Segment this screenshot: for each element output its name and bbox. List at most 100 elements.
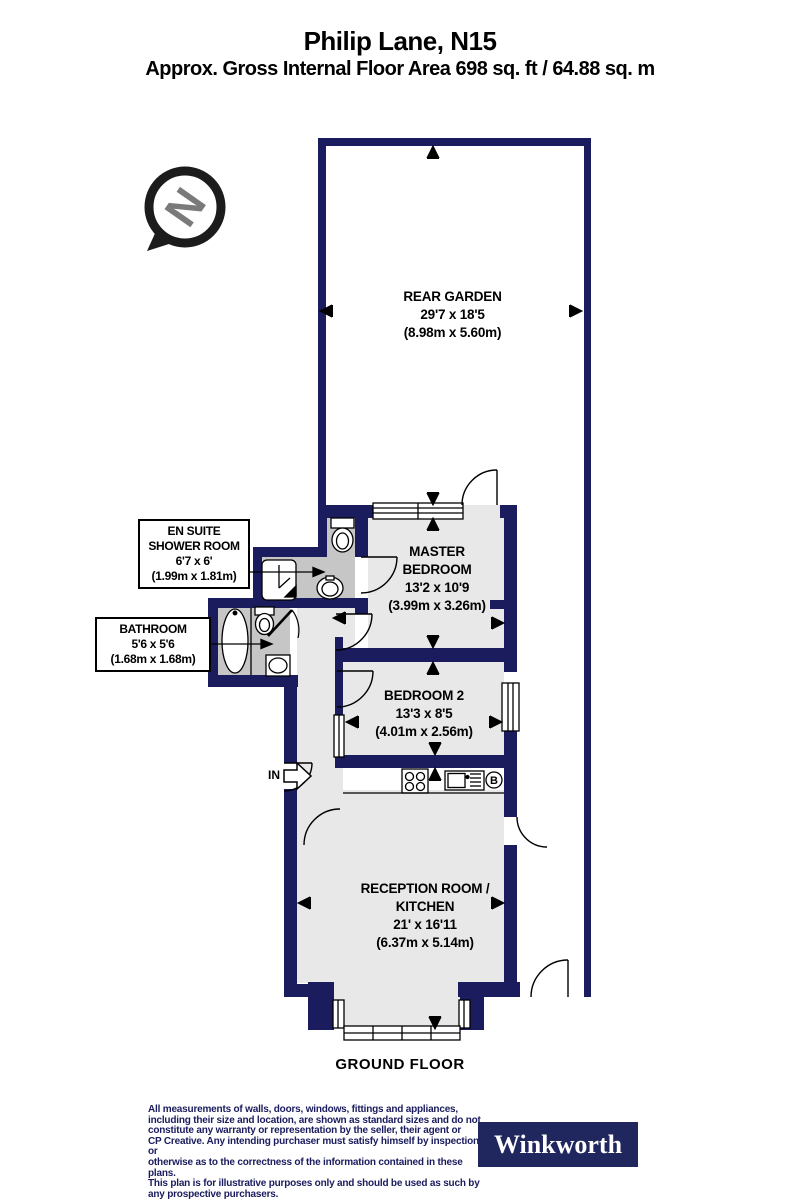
reception-side-door bbox=[516, 816, 548, 848]
page-title: Philip Lane, N15 bbox=[303, 26, 497, 56]
ensuite-door bbox=[360, 556, 398, 594]
bedroom2-floor bbox=[343, 660, 504, 757]
wall bbox=[504, 505, 517, 672]
garden-door bbox=[461, 469, 498, 506]
measure-arrow-pair-b2-bottom bbox=[428, 742, 442, 781]
page-subtitle: Approx. Gross Internal Floor Area 698 sq… bbox=[145, 58, 655, 80]
north-arrow-icon: N bbox=[144, 166, 226, 251]
bay-window-front bbox=[343, 1025, 461, 1041]
ensuite-name-1: EN SUITE bbox=[167, 524, 221, 538]
floor-label: GROUND FLOOR bbox=[335, 1056, 465, 1073]
garden-label: REAR GARDEN 29'7 x 18'5 (8.98m x 5.60m) bbox=[335, 288, 570, 342]
wall bbox=[284, 675, 297, 763]
wall bbox=[490, 600, 505, 609]
stove-icon bbox=[401, 768, 429, 794]
wall bbox=[335, 755, 517, 768]
disclaimer-text: All measurements of walls, doors, window… bbox=[148, 1104, 488, 1200]
ensuite-dims-ft: 6'7 x 6' bbox=[175, 554, 213, 568]
entrance-label: IN bbox=[268, 768, 280, 782]
bedroom2-name: BEDROOM 2 bbox=[384, 688, 464, 703]
wall bbox=[284, 789, 297, 997]
bathroom-sink-icon bbox=[265, 654, 291, 677]
ensuite-sink-icon bbox=[316, 575, 344, 600]
kitchen-sink-icon bbox=[444, 770, 485, 791]
garden-wall-left bbox=[318, 138, 326, 505]
wall bbox=[208, 675, 298, 687]
boiler-icon bbox=[485, 771, 503, 789]
reception-dims-ft: 21' x 16'11 bbox=[393, 917, 457, 932]
wall bbox=[318, 505, 327, 557]
entrance-arrow-icon bbox=[283, 761, 313, 791]
bedroom2-door bbox=[336, 670, 374, 708]
master-name-1: MASTER bbox=[409, 544, 465, 559]
wall bbox=[504, 845, 517, 997]
wall bbox=[208, 598, 218, 687]
measure-arrow-pair-mb-top bbox=[426, 492, 440, 531]
disclaimer-line: otherwise as to the correctness of the i… bbox=[148, 1156, 463, 1179]
callout-leaders bbox=[209, 566, 326, 650]
disclaimer-line: any prospective purchasers. bbox=[148, 1188, 279, 1200]
wall bbox=[335, 637, 343, 757]
bedroom2-dims-ft: 13'3 x 8'5 bbox=[395, 706, 453, 721]
bedroom2-window bbox=[501, 682, 520, 732]
measure-arrow-pair-divider bbox=[426, 635, 440, 675]
bedroom2-label: BEDROOM 2 13'3 x 8'5 (4.01m x 2.56m) bbox=[334, 687, 514, 741]
master-name-2: BEDROOM bbox=[402, 562, 472, 577]
wall bbox=[355, 598, 368, 614]
garden-gate bbox=[530, 959, 569, 998]
wall bbox=[253, 547, 327, 557]
ensuite-dims-m: (1.99m x 1.81m) bbox=[151, 569, 237, 583]
garden-wall-top bbox=[318, 138, 591, 146]
measure-arrows bbox=[296, 144, 584, 1031]
measure-arrow-rec-bottom bbox=[428, 1016, 442, 1031]
ensuite-leader-arrow bbox=[246, 566, 326, 578]
garden-name: REAR GARDEN bbox=[403, 289, 502, 304]
disclaimer-line: constitute any warranty or representatio… bbox=[148, 1125, 462, 1137]
measure-arrow-right bbox=[569, 304, 584, 318]
garden-dims-ft: 29'7 x 18'5 bbox=[420, 307, 485, 322]
reception-label: RECEPTION ROOM / KITCHEN 21' x 16'11 (6.… bbox=[315, 880, 535, 952]
measure-arrow-rec-right bbox=[491, 896, 506, 910]
bedroom2-dims-m: (4.01m x 2.56m) bbox=[375, 724, 473, 739]
ensuite-name-2: SHOWER ROOM bbox=[148, 539, 240, 553]
brand-logo: Winkworth bbox=[478, 1122, 638, 1167]
disclaimer-line: CP Creative. Any intending purchaser mus… bbox=[148, 1135, 479, 1158]
wall bbox=[335, 648, 517, 662]
windows bbox=[332, 502, 520, 1041]
bathroom-dims-m: (1.68m x 1.68m) bbox=[110, 652, 196, 666]
boiler-label: B bbox=[490, 775, 498, 787]
wall bbox=[253, 547, 262, 608]
measure-arrow-up bbox=[426, 144, 440, 159]
reception-dims-m: (6.37m x 5.14m) bbox=[376, 935, 474, 950]
disclaimer-line: including their size and location, are s… bbox=[148, 1114, 481, 1126]
wall bbox=[253, 598, 368, 608]
ensuite-toilet-icon bbox=[330, 517, 355, 553]
garden-walls bbox=[318, 138, 591, 997]
garden-dims-m: (8.98m x 5.60m) bbox=[403, 325, 502, 340]
bay-window-floor bbox=[334, 982, 470, 1028]
bathtub-icon bbox=[221, 608, 252, 675]
bathroom-callout: BATHROOM 5'6 x 5'6 (1.68m x 1.68m) bbox=[95, 617, 211, 672]
hallway-internal-window bbox=[333, 714, 345, 758]
measure-arrow-mb-left bbox=[331, 611, 346, 625]
master-dims-ft: 13'2 x 10'9 bbox=[404, 580, 470, 595]
bathroom-toilet-icon bbox=[254, 606, 275, 636]
disclaimer-line: All measurements of walls, doors, window… bbox=[148, 1104, 458, 1115]
bathroom-dims-ft: 5'6 x 5'6 bbox=[131, 637, 175, 651]
flat-walls bbox=[208, 505, 520, 1030]
garden-fence-right bbox=[584, 138, 591, 997]
reception-name-1: RECEPTION ROOM / bbox=[360, 881, 490, 896]
master-bedroom-window bbox=[372, 502, 464, 520]
master-bedroom-label: MASTER BEDROOM 13'2 x 10'9 (3.99m x 3.26… bbox=[347, 543, 527, 615]
reception-name-2: KITCHEN bbox=[395, 899, 455, 914]
master-dims-m: (3.99m x 3.26m) bbox=[388, 598, 486, 613]
wall bbox=[504, 730, 517, 817]
measure-arrow-mb-right bbox=[491, 616, 506, 630]
measure-arrow-rec-left bbox=[296, 896, 311, 910]
measure-arrow-left bbox=[318, 304, 333, 318]
bay-window-right bbox=[458, 999, 471, 1029]
shower-icon bbox=[261, 559, 297, 601]
wall bbox=[355, 505, 368, 557]
bay-window-left bbox=[332, 999, 345, 1029]
